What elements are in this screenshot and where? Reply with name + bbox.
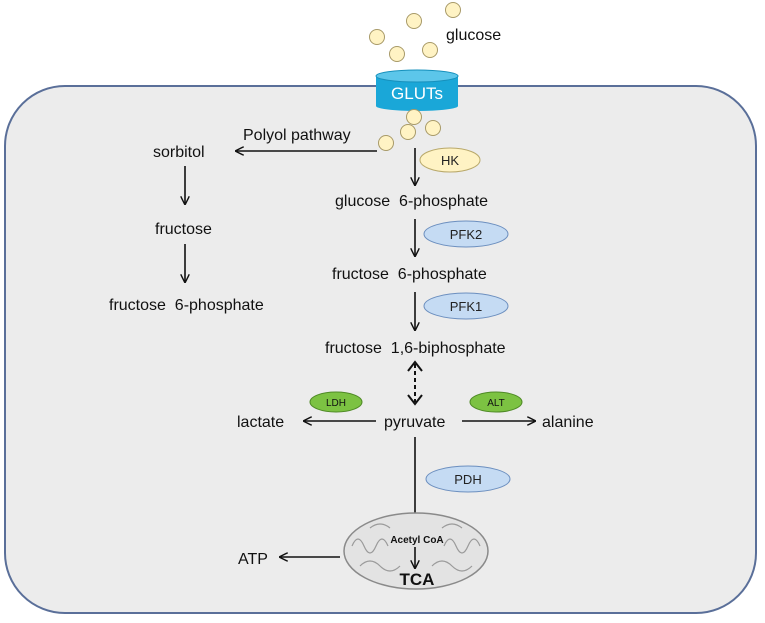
alt-label: ALT (487, 398, 505, 409)
glucose-label: glucose (446, 27, 501, 44)
alanine-label: alanine (542, 414, 594, 431)
lactate-label: lactate (237, 414, 284, 431)
sorbitol-label: sorbitol (153, 144, 205, 161)
polyol-pathway-label: Polyol pathway (243, 127, 351, 144)
pfk2-label: PFK2 (450, 227, 483, 242)
ldh-enzyme (309, 391, 363, 413)
mitochondrion (343, 512, 489, 590)
fructose-6-phosphate-left-label: fructose 6-phosphate (109, 297, 264, 314)
alt-enzyme (469, 391, 523, 413)
glut-label: GLUTs (391, 84, 443, 103)
hk-label: HK (441, 153, 459, 168)
tca-label: TCA (400, 570, 435, 589)
pfk1-label: PFK1 (450, 299, 483, 314)
pfk1-enzyme (423, 292, 509, 320)
fructose-6-phosphate-label: fructose 6-phosphate (332, 266, 487, 283)
ldh-label: LDH (326, 398, 346, 409)
pdh-enzyme (425, 465, 511, 493)
fructose-label: fructose (155, 221, 212, 238)
glut-transporter: GLUTs (375, 69, 459, 111)
atp-label: ATP (238, 551, 268, 568)
pdh-label: PDH (454, 472, 481, 487)
glucose-6-phosphate-label: glucose 6-phosphate (335, 193, 488, 210)
reversible-dashed-arrow (407, 360, 423, 406)
hk-enzyme (419, 147, 481, 173)
fructose-1-6-biphosphate-label: fructose 1,6-biphosphate (325, 340, 506, 357)
glucose-molecules-inside (378, 109, 441, 151)
pyruvate-label: pyruvate (384, 414, 445, 431)
glucose-molecules-outside (369, 2, 461, 62)
acetyl-coa-label: Acetyl CoA (390, 535, 443, 546)
pfk2-enzyme (423, 220, 509, 248)
